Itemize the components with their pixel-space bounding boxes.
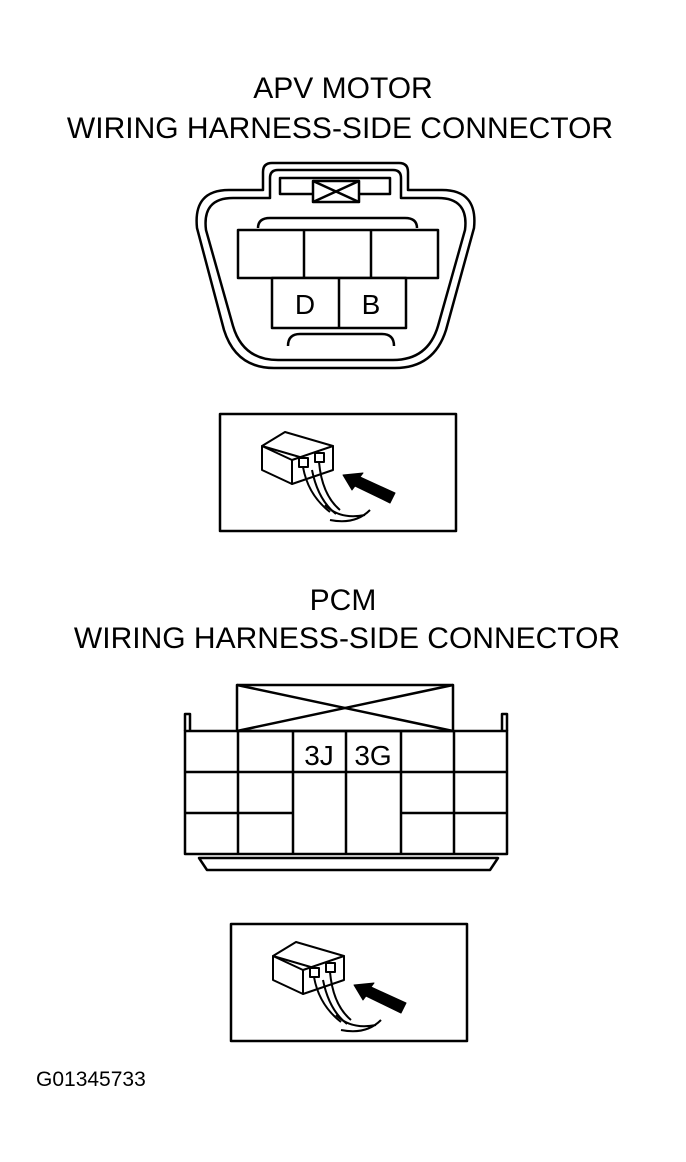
figure-id: G01345733	[36, 1068, 146, 1091]
pcm-terminal-3j: 3J	[304, 740, 334, 771]
view-arrow-icon	[353, 982, 407, 1014]
apv-view-direction-inset	[218, 412, 458, 533]
view-arrow-icon	[342, 472, 396, 504]
pcm-connector-body	[183, 683, 509, 872]
connector-view-icon	[261, 431, 371, 523]
pcm-title-line-1: PCM	[309, 584, 377, 617]
apv-title-line-2: WIRING HARNESS-SIDE CONNECTOR	[66, 112, 614, 145]
pcm-title-line-2: WIRING HARNESS-SIDE CONNECTOR	[73, 622, 621, 655]
apv-connector-body	[195, 161, 476, 370]
apv-terminal-d: D	[295, 289, 315, 320]
apv-title-line-1: APV MOTOR	[253, 72, 433, 105]
pcm-view-direction-inset	[229, 922, 469, 1043]
apv-terminal-b: B	[362, 289, 381, 320]
connector-view-icon	[272, 941, 382, 1033]
pcm-terminal-3g: 3G	[354, 740, 391, 771]
